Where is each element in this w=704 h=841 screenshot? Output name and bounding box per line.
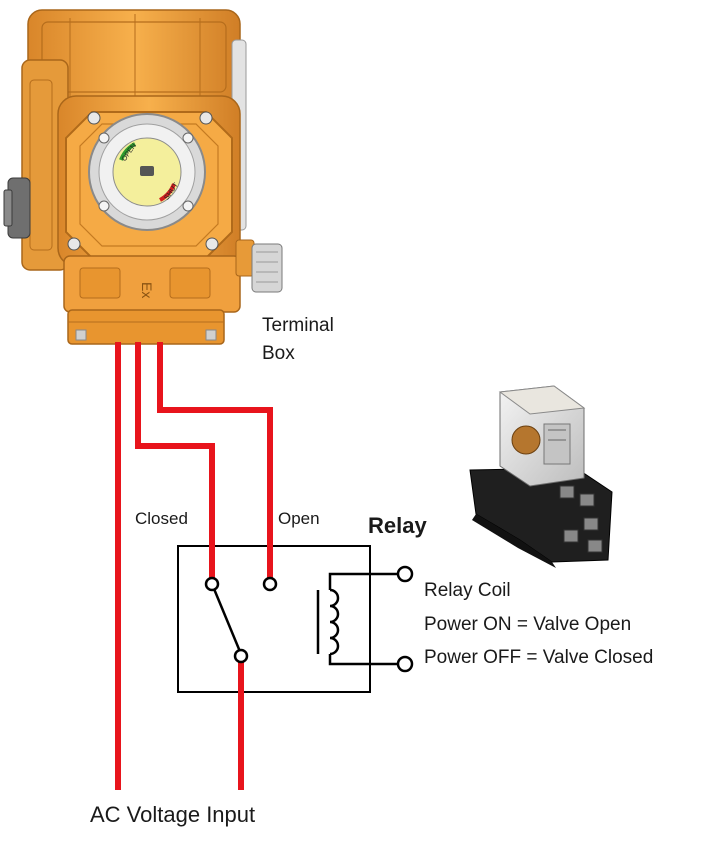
relay-coil	[316, 565, 414, 673]
open-wire	[157, 342, 273, 580]
bolt	[205, 237, 219, 251]
terminal-box-label: Terminal Box	[262, 312, 334, 368]
terminal-box-label-line2: Box	[262, 343, 295, 364]
closed-label: Closed	[135, 509, 188, 528]
power-on-label: Power ON = Valve Open	[424, 614, 632, 635]
bolt	[98, 200, 110, 212]
bolt	[199, 111, 213, 125]
relay-switch	[204, 576, 278, 664]
coil-lead-bottom	[328, 654, 398, 666]
valve-actuator: OPEN SHUT Ex	[3, 9, 283, 345]
wires	[115, 342, 273, 790]
closed-wire	[135, 342, 215, 580]
open-label: Open	[278, 509, 320, 528]
coil-terminal-top	[396, 565, 414, 583]
relay-photo	[469, 385, 613, 568]
closed-contact	[204, 576, 220, 592]
open-contact	[262, 576, 278, 592]
relay-title: Relay	[368, 513, 427, 538]
coil-lead-top	[328, 572, 398, 590]
bolt	[182, 200, 194, 212]
terminal-box	[67, 309, 225, 345]
common-contact	[233, 648, 249, 664]
relay-box	[177, 545, 371, 693]
coil-terminal-bottom	[396, 655, 414, 673]
terminal-box-label-line1: Terminal	[262, 315, 334, 336]
ac-voltage-input-label: AC Voltage Input	[90, 802, 256, 827]
bolt	[87, 111, 101, 125]
bolt	[98, 132, 110, 144]
coil-symbol	[329, 588, 340, 656]
power-off-label: Power OFF = Valve Closed	[424, 647, 654, 668]
bolt	[182, 132, 194, 144]
relay-coil-label: Relay Coil	[424, 580, 511, 601]
switch-arm	[210, 583, 243, 655]
ex-mark: Ex	[139, 282, 155, 298]
cable-gland	[235, 239, 255, 277]
bolt	[67, 237, 81, 251]
indicator-pointer	[140, 166, 154, 176]
